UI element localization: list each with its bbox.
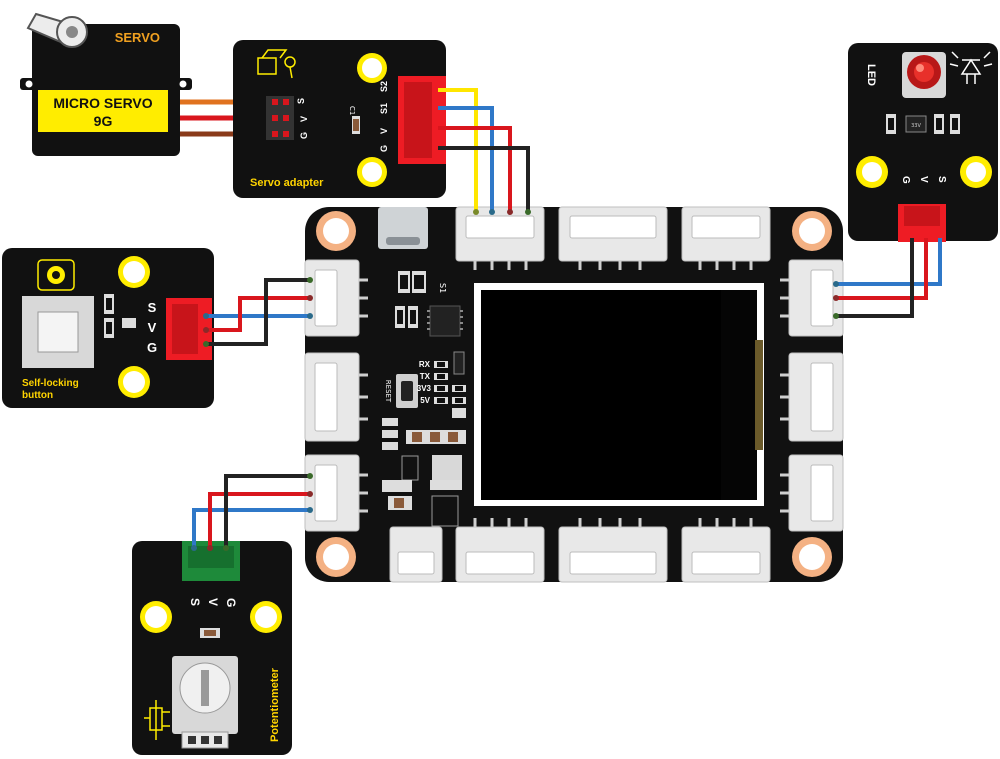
led-to-board-wires [836,238,942,318]
wire-adapter-g [438,146,530,214]
button-to-board-wires [206,278,310,346]
button-module-name-line1: Self-locking [22,378,79,389]
adapter-to-board-wires [438,88,530,214]
adapter-pin-right-v: V [379,128,389,134]
servo-model-line2: 9G [94,113,113,129]
servo-model-line1: MICRO SERVO [53,95,152,111]
pot-pin-s: S [188,598,202,606]
led-symbol-icon [949,51,993,84]
servo-brand: SERVO [115,30,160,45]
wire-pot-v [208,492,310,548]
main-board-mount-holes [316,211,832,577]
led-module-pcb [848,43,998,241]
pot-pin-g: G [224,598,238,607]
wire-adapter-s2 [438,88,478,214]
screen-flex-cable [755,340,763,450]
wire-adapter-v [438,126,512,214]
led-label-tx: TX [420,372,431,381]
wire-button-g [206,278,310,346]
button-module-name-line2: button [22,390,53,401]
capacitor [431,495,459,527]
wire-pot-g [224,474,310,548]
wire-led-g [836,238,914,318]
button-pin-s: S [148,300,157,315]
adapter-pin-left-g: G [299,132,309,139]
pot-symbol-icon [144,700,170,740]
wire-button-v [206,296,310,332]
reset-label: RESET [384,380,392,403]
wire-led-s [836,238,942,286]
led-pin-s: S [936,176,947,183]
pot-pin-v: V [206,598,220,606]
adapter-pin-right-s2: S2 [379,81,389,92]
pot-to-board-wires [192,474,310,548]
self-locking-button-module: S V G Self-locking button [2,248,214,408]
button-pin-v: V [148,320,157,335]
led-label-rx: RX [419,360,431,369]
led-module: LED 33V G V S [848,43,998,242]
servo-adapter-input-header [266,96,294,140]
main-mcu-chip [429,305,461,337]
led-label-5v: 5V [420,396,430,405]
regulator-chip [432,455,462,483]
led-module-name: LED [865,64,877,86]
servo-adapter-module: S V G C1 S2 S1 V G Servo adapter [233,40,446,198]
lcd-screen [481,290,721,500]
wire-pot-s [192,508,310,548]
led-transistor [905,115,927,133]
main-board: S1 RESET RX TX 3V3 [304,206,844,583]
led-chip-label: 33V [911,123,921,129]
micro-servo: SERVO MICRO SERVO 9G [20,12,192,156]
button-pin-g: G [147,340,157,355]
servo-adapter-pcb [233,40,446,198]
adapter-pin-right-s1: S1 [379,103,389,114]
led-label-3v3: 3V3 [417,384,432,393]
wire-adapter-s1 [438,106,494,214]
wire-led-v [836,238,928,300]
status-leds: RX TX 3V3 5V [417,351,466,418]
led-pin-g: G [900,176,911,184]
servo-label-plate [38,90,168,132]
led-pin-v: V [918,176,929,183]
adapter-pin-right-g: G [379,145,389,152]
servo-mount-tabs [20,78,192,90]
adapter-cap-label: C1 [348,106,356,115]
chip-s1-label: S1 [438,283,447,293]
servo-logo-icon [257,49,296,79]
potentiometer-module: S V G Potentiometer [132,541,292,755]
servo-adapter-name: Servo adapter [250,177,324,189]
adapter-pin-left-v: V [299,116,309,122]
pot-module-name: Potentiometer [269,667,281,742]
adapter-pin-left-s: S [296,98,306,104]
